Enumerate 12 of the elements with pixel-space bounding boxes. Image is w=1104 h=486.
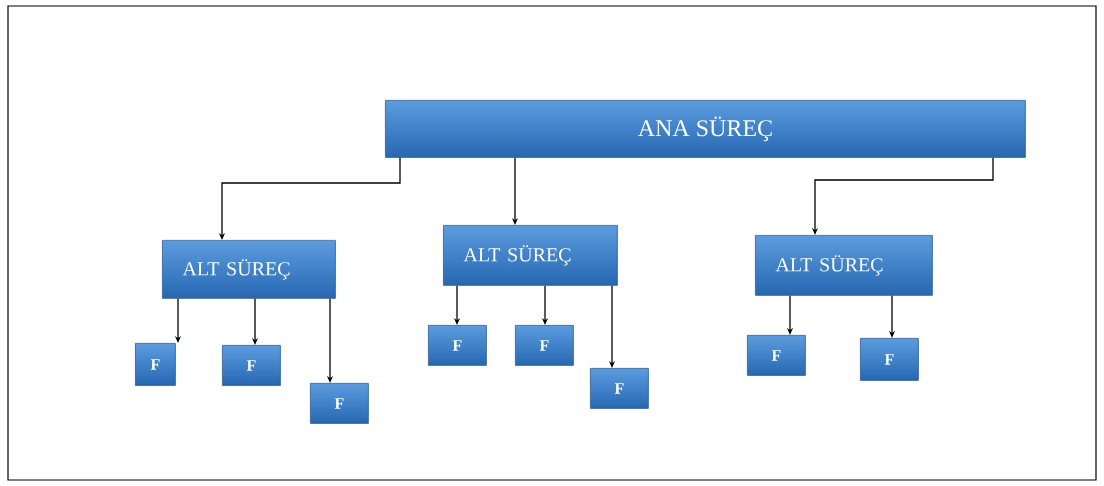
function-box: F (222, 345, 281, 386)
function-box: F (310, 383, 369, 424)
subprocess-box: ALT SÜREÇ (755, 235, 933, 296)
function-box: F (135, 343, 176, 386)
function-box: F (428, 325, 487, 366)
function-box: F (860, 338, 919, 381)
function-box: F (590, 368, 649, 409)
main-process-box: ANA SÜREÇ (385, 100, 1026, 158)
function-box: F (747, 335, 806, 376)
subprocess-box: ALT SÜREÇ (443, 225, 618, 286)
function-box: F (515, 325, 574, 366)
subprocess-box: ALT SÜREÇ (162, 240, 336, 299)
